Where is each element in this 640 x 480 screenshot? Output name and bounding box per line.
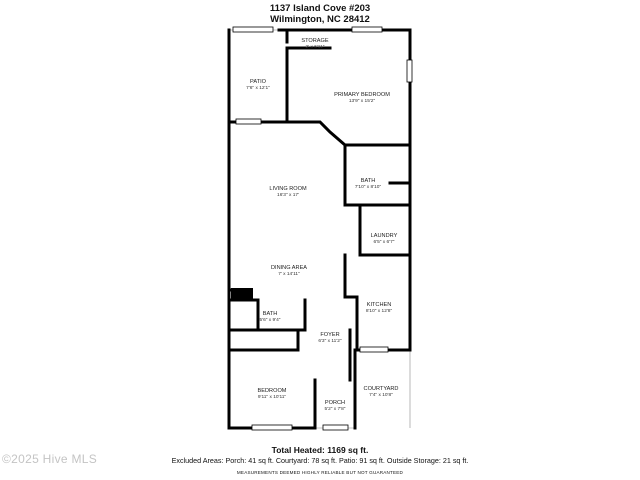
patio-label: PATIO (250, 79, 267, 85)
measurements-note: MEASUREMENTS DEEMED HIGHLY RELIABLE BUT … (236, 470, 404, 475)
primary-bedroom-dims: 13'9" x 15'2" (349, 98, 376, 104)
primary-bath-dims: 7'10" x 8'10" (355, 184, 382, 190)
courtyard-dims: 7'4" x 10'8" (369, 392, 393, 398)
address-line-2: Wilmington, NC 28412 (270, 14, 370, 25)
laundry-label: LAUNDRY (371, 233, 398, 239)
guest-bath-label: BATH (263, 311, 278, 317)
storage-label: STORAGE (301, 38, 329, 44)
watermark: ©2025 Hive MLS (2, 452, 98, 466)
windows (232, 26, 413, 431)
fixture-block (231, 288, 253, 299)
storage-dims: 2' x 6'11" (306, 44, 325, 50)
primary-bedroom-label: PRIMARY BEDROOM (334, 92, 390, 98)
total-heated: Total Heated: 1169 sq ft. (271, 445, 369, 455)
porch-label: PORCH (325, 400, 345, 406)
foyer-label: FOYER (320, 332, 339, 338)
courtyard-label: COURTYARD (364, 386, 399, 392)
porch-dims: 5'2" x 7'8" (325, 406, 346, 412)
address-line-1: 1137 Island Cove #203 (269, 3, 371, 14)
guest-bath-dims: 5'6" x 9'4" (260, 317, 281, 323)
kitchen-label: KITCHEN (367, 302, 392, 308)
living-room-dims: 16'3" x 17' (277, 192, 299, 198)
bedroom-dims: 9'11" x 10'11" (258, 394, 287, 400)
patio-dims: 7'6" x 12'1" (246, 85, 270, 91)
dining-area-dims: 7' x 14'11" (278, 271, 300, 277)
laundry-dims: 6'5" x 6'7" (374, 239, 395, 245)
living-room-label: LIVING ROOM (269, 186, 307, 192)
kitchen-dims: 8'10" x 12'8" (366, 308, 393, 314)
dining-area-label: DINING AREA (271, 265, 307, 271)
primary-bath-label: BATH (361, 178, 376, 184)
excluded-areas: Excluded Areas: Porch: 41 sq ft. Courtya… (171, 456, 469, 465)
bedroom-label: BEDROOM (258, 388, 287, 394)
foyer-dims: 6'3" x 11'2" (318, 338, 342, 344)
